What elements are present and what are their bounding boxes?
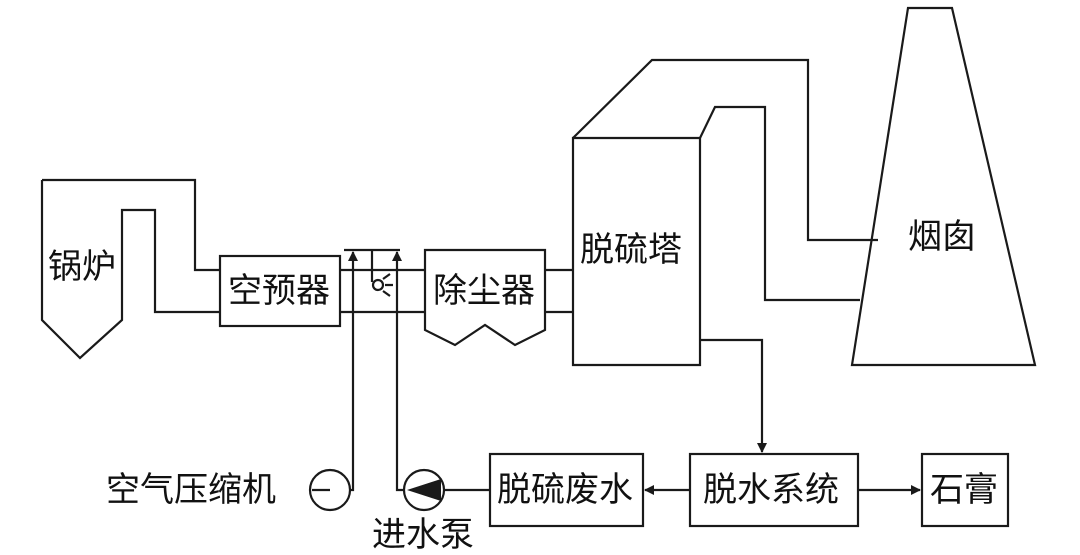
dewatering-system-label: 脱水系统 xyxy=(703,470,839,510)
air-preheater-label: 空预器 xyxy=(228,271,330,311)
air-preheater-box xyxy=(218,254,342,328)
desulfurization-tower-box xyxy=(571,136,702,367)
feed-pump-triangle xyxy=(407,479,441,501)
chimney-shape xyxy=(850,6,1037,367)
nozzle-head-icon xyxy=(371,278,385,292)
tower-to-dewatering-line xyxy=(700,338,767,453)
dust-collector-shape xyxy=(423,248,547,347)
spray-nozzle-device xyxy=(344,248,400,282)
boiler-label: 锅炉 xyxy=(48,247,116,287)
air-line-to-nozzle xyxy=(348,251,358,492)
boiler-shape xyxy=(40,178,220,360)
gypsum-label: 石膏 xyxy=(930,470,998,510)
dust-collector-label: 除尘器 xyxy=(433,271,535,311)
tower-inner-outlet-duct xyxy=(699,105,860,302)
tower-outer-outlet-duct xyxy=(572,58,878,242)
air-compressor-label: 空气压缩机 xyxy=(106,470,276,510)
chimney-label: 烟囱 xyxy=(908,217,976,257)
gypsum-box xyxy=(920,452,1010,528)
feed-pump-label: 进水泵 xyxy=(372,515,474,555)
spray-lines xyxy=(382,273,393,297)
water-line-to-nozzle xyxy=(392,251,404,492)
desulfurization-wastewater-label: 脱硫废水 xyxy=(497,470,633,510)
desulfurization-tower-label: 脱硫塔 xyxy=(580,230,682,270)
